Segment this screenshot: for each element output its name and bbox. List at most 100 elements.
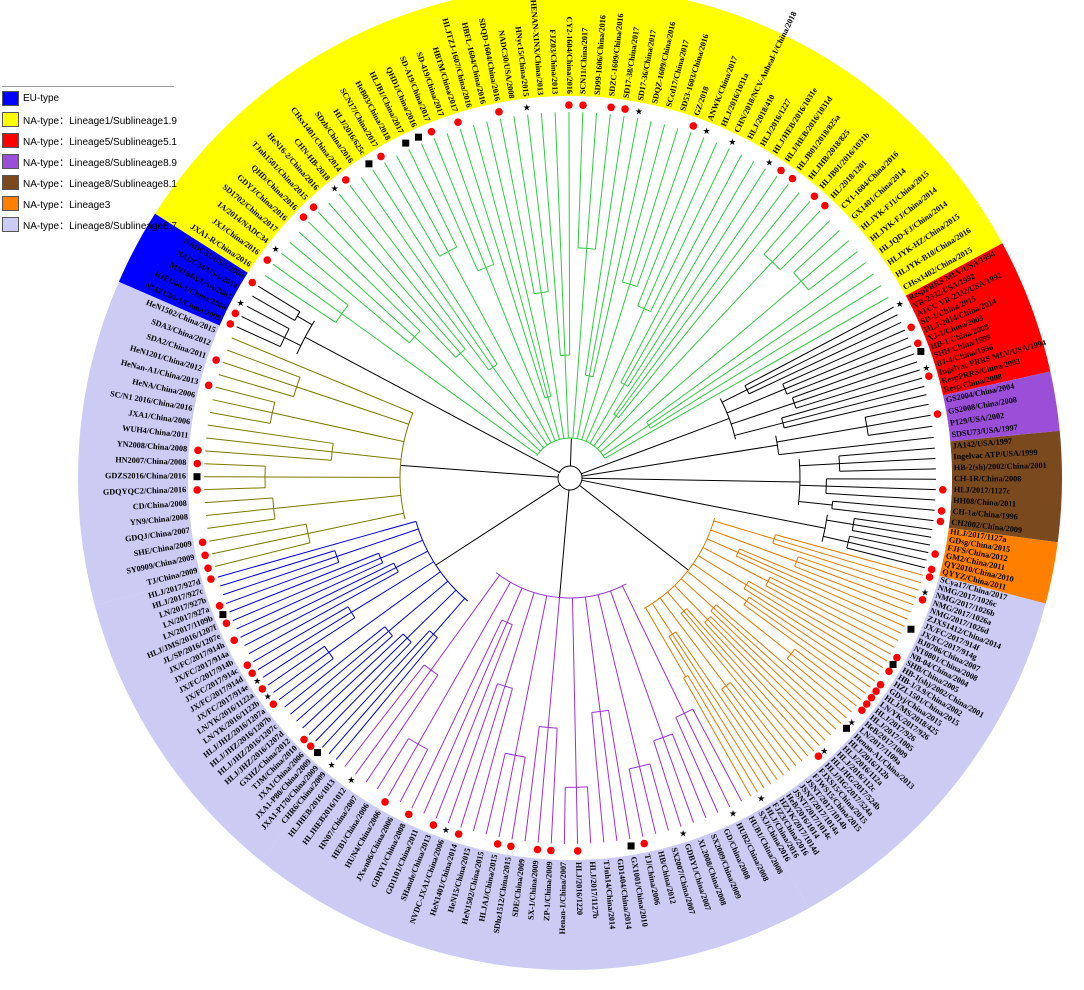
branch-line bbox=[765, 585, 892, 655]
leaf-marker-circle bbox=[204, 564, 212, 572]
leaf-marker-circle bbox=[914, 339, 922, 348]
branch-line bbox=[563, 787, 566, 844]
branch-line bbox=[734, 422, 784, 436]
branch-arc bbox=[620, 381, 629, 387]
branch-line bbox=[308, 637, 408, 735]
branch-line bbox=[395, 550, 428, 569]
branch-line bbox=[721, 296, 889, 393]
leaf-marker-circle bbox=[454, 830, 463, 838]
branch-line bbox=[671, 733, 707, 819]
branch-line bbox=[781, 377, 923, 419]
branch-arc bbox=[557, 465, 583, 491]
branch-line bbox=[206, 437, 333, 453]
branch-line bbox=[217, 536, 362, 578]
leaf-marker-circle bbox=[689, 122, 698, 130]
leaf-marker-star: ★ bbox=[328, 760, 336, 770]
branch-line bbox=[653, 740, 682, 827]
branch-line bbox=[744, 306, 894, 387]
branch-arc bbox=[668, 631, 676, 637]
branch-line bbox=[778, 446, 848, 456]
leaf-marker-circle bbox=[429, 821, 438, 829]
branch-line bbox=[564, 355, 569, 439]
branch-line bbox=[731, 402, 795, 425]
leaf-marker-circle bbox=[925, 372, 933, 381]
branch-line bbox=[215, 386, 275, 403]
branch-line bbox=[668, 636, 765, 789]
legend-swatch bbox=[2, 216, 19, 232]
branch-line bbox=[568, 112, 571, 356]
branch-line bbox=[737, 552, 905, 627]
branch-line bbox=[796, 561, 914, 606]
leaf-label: HLJ/2016/1220 bbox=[574, 862, 584, 915]
branch-line bbox=[204, 497, 273, 504]
branch-line bbox=[559, 489, 570, 598]
branch-line bbox=[786, 345, 912, 395]
branch-line bbox=[671, 633, 772, 785]
leaf-marker-circle bbox=[927, 565, 936, 574]
branch-line bbox=[360, 177, 494, 368]
branch-line bbox=[527, 114, 549, 292]
branch-line bbox=[207, 518, 276, 529]
branch-line bbox=[204, 450, 332, 461]
branch-line bbox=[584, 596, 601, 712]
leaf-marker-star: ★ bbox=[703, 126, 711, 136]
branch-line bbox=[446, 133, 495, 265]
branch-line bbox=[423, 622, 508, 814]
branch-line bbox=[231, 337, 346, 386]
branch-line bbox=[296, 386, 409, 425]
branch-line bbox=[388, 743, 419, 797]
leaf-marker-circle bbox=[342, 176, 350, 184]
branch-line bbox=[226, 349, 301, 378]
branch-line bbox=[361, 520, 417, 538]
branch-line bbox=[769, 576, 899, 641]
branch-line bbox=[354, 669, 432, 775]
branch-line bbox=[388, 580, 449, 632]
branch-line bbox=[411, 619, 503, 809]
leaf-marker-circle bbox=[777, 166, 785, 175]
leaf-marker-circle bbox=[573, 847, 582, 855]
leaf-marker-circle bbox=[925, 573, 934, 581]
branch-line bbox=[328, 571, 441, 653]
leaf-marker-star: ★ bbox=[848, 717, 856, 727]
branch-line bbox=[726, 388, 786, 414]
branch-line bbox=[297, 315, 313, 326]
branch-line bbox=[706, 538, 739, 553]
branch-line bbox=[554, 112, 566, 356]
branch-line bbox=[400, 464, 559, 478]
branch-line bbox=[430, 574, 501, 671]
branch-line bbox=[571, 597, 577, 788]
leaf-marker-circle bbox=[230, 636, 238, 645]
branch-line bbox=[686, 608, 815, 752]
branch-line bbox=[506, 587, 523, 623]
branch-line bbox=[284, 626, 386, 708]
branch-line bbox=[798, 556, 917, 598]
leaf-marker-circle bbox=[427, 127, 436, 136]
branch-line bbox=[651, 603, 673, 635]
leaf-marker-circle bbox=[885, 667, 893, 676]
branch-line bbox=[296, 635, 393, 722]
branch-line bbox=[433, 598, 466, 635]
legend-label: NA-type：Lineage8/Sublineage8.1 bbox=[23, 178, 177, 190]
branch-line bbox=[847, 436, 934, 448]
legend-swatch bbox=[2, 174, 19, 190]
branch-line bbox=[659, 597, 727, 687]
branch-line bbox=[597, 594, 641, 767]
branch-line bbox=[244, 567, 397, 646]
branch-line bbox=[205, 508, 274, 517]
branch-line bbox=[600, 280, 802, 453]
branch-line bbox=[252, 295, 296, 321]
legend-label: NA-type：Lineage1/Sublineage1.9 bbox=[23, 115, 177, 127]
leaf-marker-circle bbox=[579, 101, 587, 110]
leaf-label: HN2007/China/2008 bbox=[115, 455, 186, 467]
branch-line bbox=[550, 728, 558, 844]
branch-line bbox=[513, 116, 542, 293]
leaf-marker-circle bbox=[263, 256, 272, 264]
leaf-marker-circle bbox=[931, 550, 939, 558]
branch-line bbox=[345, 384, 414, 414]
leaf-marker-circle bbox=[377, 152, 385, 161]
branch-line bbox=[826, 485, 936, 491]
branch-line bbox=[317, 211, 457, 358]
branch-line bbox=[321, 630, 430, 748]
branch-line bbox=[581, 444, 778, 477]
leaf-marker-circle bbox=[937, 507, 946, 515]
